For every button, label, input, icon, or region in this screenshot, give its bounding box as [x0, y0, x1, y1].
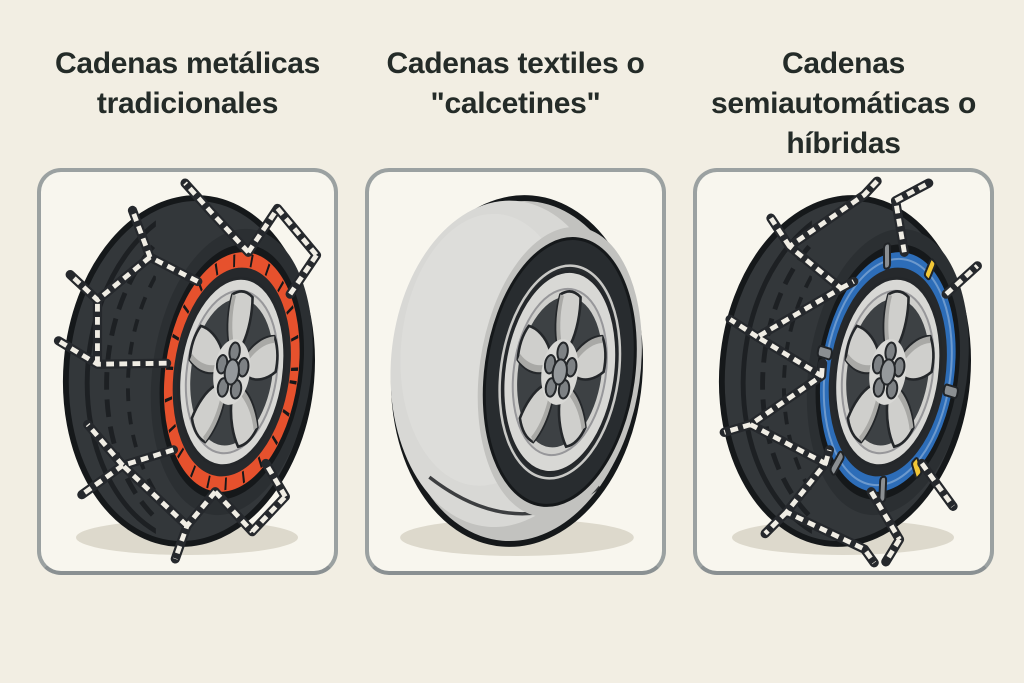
panel-card-metalicas	[37, 168, 338, 575]
alloy-wheel	[150, 228, 313, 516]
metal-chain-mesh	[53, 178, 322, 564]
ring-connectors	[798, 235, 977, 511]
panel-title-textiles: Cadenas textiles o "calcetines"	[386, 47, 645, 120]
panel-cadenas-semiautomaticas: Cadenas semiautomáticas o híbridas	[693, 44, 994, 575]
alloy-wheel	[798, 228, 977, 516]
tire-textile-sock-illustration	[390, 195, 643, 556]
tread-grooves	[740, 199, 812, 548]
panel-cadenas-textiles: Cadenas textiles o "calcetines"	[365, 44, 666, 575]
panel-cadenas-metalicas: Cadenas metálicas tradicionales	[37, 44, 338, 575]
panel-title-metalicas: Cadenas metálicas tradicionales	[54, 47, 321, 120]
hybrid-chain-mesh	[719, 176, 982, 568]
panel-title-semiautomaticas: Cadenas semiautomáticas o híbridas	[710, 47, 976, 160]
tire-metal-chains-illustration	[53, 178, 322, 564]
yellow-clip	[924, 258, 936, 280]
wheel-spoke	[880, 290, 910, 349]
wheel-spoke	[224, 290, 254, 349]
panel-card-semiautomaticas	[693, 168, 994, 575]
tire-hybrid-chains-illustration	[718, 176, 982, 568]
panel-card-textiles	[365, 168, 666, 575]
alloy-wheel	[477, 226, 642, 518]
